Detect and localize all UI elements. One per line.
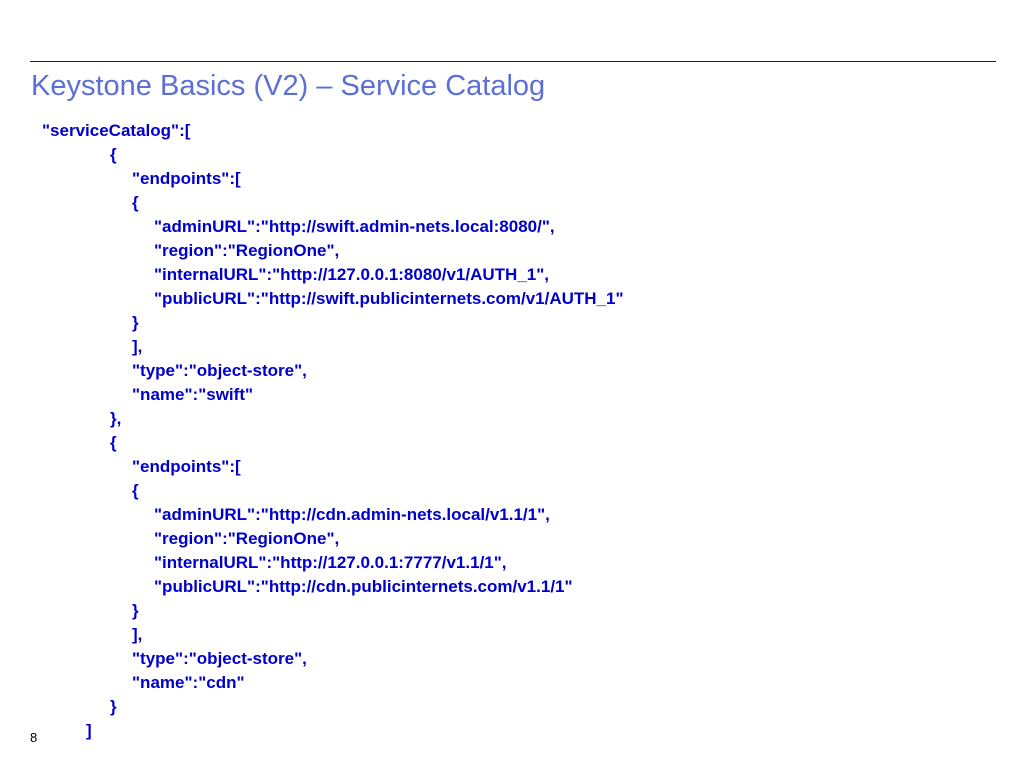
code-line: "type":"object-store", [132, 361, 307, 380]
code-line: "name":"cdn" [132, 673, 245, 692]
header-divider [30, 61, 996, 62]
code-line: "publicURL":"http://swift.publicinternet… [154, 289, 624, 308]
code-line: "internalURL":"http://127.0.0.1:7777/v1.… [154, 553, 507, 572]
code-line: ], [132, 337, 143, 356]
code-line: "adminURL":"http://swift.admin-nets.loca… [154, 217, 555, 236]
code-line: "endpoints":[ [132, 169, 241, 188]
code-line: "adminURL":"http://cdn.admin-nets.local/… [154, 505, 550, 524]
code-line: "publicURL":"http://cdn.publicinternets.… [154, 577, 573, 596]
code-line: "type":"object-store", [132, 649, 307, 668]
code-line: ], [132, 625, 143, 644]
code-line: "endpoints":[ [132, 457, 241, 476]
code-line: { [132, 193, 139, 212]
code-line: { [110, 145, 117, 164]
code-line: "name":"swift" [132, 385, 254, 404]
slide-title: Keystone Basics (V2) – Service Catalog [31, 70, 546, 102]
code-line: "region":"RegionOne", [154, 529, 340, 548]
code-line: "internalURL":"http://127.0.0.1:8080/v1/… [154, 265, 550, 284]
code-line: { [132, 481, 139, 500]
code-line: ] [86, 721, 92, 740]
code-line: "region":"RegionOne", [154, 241, 340, 260]
code-line: } [110, 697, 117, 716]
code-line: } [132, 601, 139, 620]
code-line: "serviceCatalog":[ [42, 121, 191, 140]
code-line: } [132, 313, 139, 332]
page-number: 8 [30, 730, 38, 745]
code-line: }, [110, 409, 122, 428]
code-line: { [110, 433, 117, 452]
